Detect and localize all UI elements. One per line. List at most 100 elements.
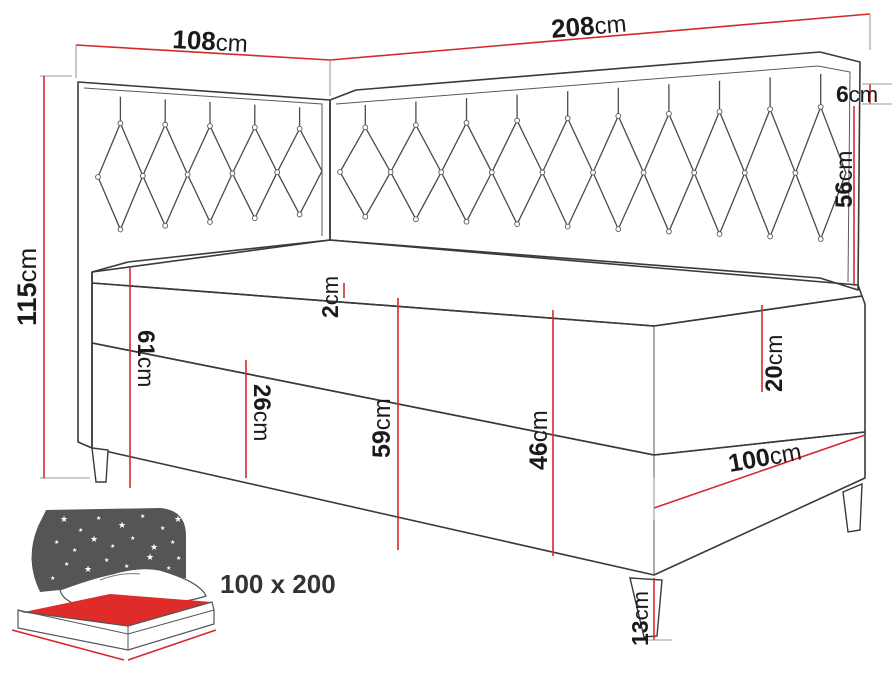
tuft-diamond [276, 127, 323, 216]
tuft-button [117, 226, 124, 233]
star-icon: ★ [54, 539, 59, 546]
label-bed-width: 100cm [726, 438, 803, 478]
star-icon: ★ [118, 521, 126, 531]
tuft-button [488, 169, 495, 176]
tuft-diamond [389, 123, 442, 221]
tuft-button [95, 174, 101, 180]
leg-left [91, 447, 109, 483]
tuft-diamond [693, 109, 746, 236]
tuft-diamond [744, 107, 797, 239]
label-headboard-side-height: 61cm [132, 330, 159, 387]
tuft-button [229, 170, 236, 177]
label-sleeping-height: 59cm [368, 398, 396, 458]
tufting-side [95, 96, 323, 233]
label-total-height: 115cm [12, 248, 42, 326]
tuft-diamond [592, 114, 645, 231]
tuft-button [514, 221, 520, 228]
tuft-button [362, 213, 369, 220]
tuft-button [666, 110, 672, 117]
tuft-button [564, 115, 571, 122]
label-mattress-thickness: 20cm [761, 335, 788, 392]
mattress-size-label: 100 x 200 [220, 569, 336, 599]
tuft-diamond [642, 112, 695, 234]
tuft-diamond [97, 121, 144, 232]
star-icon: ★ [78, 527, 83, 534]
star-icon: ★ [50, 575, 55, 582]
tuft-button [615, 226, 622, 232]
tuft-button [539, 169, 546, 176]
star-icon: ★ [140, 513, 145, 520]
tuft-button [817, 236, 824, 242]
star-icon: ★ [96, 515, 101, 522]
tuft-diamond [339, 126, 392, 219]
tuft-button [767, 233, 773, 240]
bed-drawing [77, 51, 866, 638]
tuft-button [296, 211, 303, 218]
star-icon: ★ [124, 563, 129, 570]
tuft-diamond [794, 105, 847, 241]
label-headboard-height: 56cm [831, 151, 858, 208]
star-icon: ★ [90, 535, 98, 545]
tuft-button [362, 124, 369, 131]
storage-inset: ★★★★★★★★★★★★★★★★★★★★★★★★★ 100 x 200 [11, 508, 336, 661]
tuft-button [590, 169, 596, 176]
label-headboard-back-width: 208cm [550, 8, 628, 44]
tuft-button [716, 231, 723, 237]
tuft-button [162, 222, 169, 229]
tuft-button [251, 215, 258, 222]
tuft-diamond [142, 123, 189, 228]
star-icon: ★ [130, 535, 135, 542]
star-icon: ★ [170, 539, 175, 546]
tuft-button [817, 104, 824, 110]
star-icon: ★ [104, 557, 109, 564]
tufting-back [337, 73, 847, 242]
star-icon: ★ [160, 525, 165, 532]
tuft-diamond [541, 116, 594, 229]
label-base-height: 26cm [248, 384, 275, 441]
tuft-button [413, 122, 419, 128]
star-icon: ★ [72, 547, 77, 554]
tuft-diamond [186, 124, 234, 224]
tuft-button [251, 124, 258, 131]
tuft-button [413, 216, 419, 223]
label-headboard-side-width: 108cm [172, 24, 249, 58]
tuft-button [792, 170, 799, 176]
tuft-button [463, 218, 470, 225]
star-icon: ★ [110, 543, 115, 550]
tuft-button [139, 172, 146, 179]
star-icon: ★ [84, 565, 92, 575]
label-topper-thickness: 2cm [317, 276, 343, 318]
star-icon: ★ [174, 515, 182, 525]
tuft-button [117, 120, 124, 127]
tuft-button [666, 228, 672, 235]
tuft-button [296, 125, 303, 132]
tuft-button [615, 113, 622, 119]
label-leg-height: 13cm [627, 591, 653, 646]
star-icon: ★ [150, 543, 158, 553]
tuft-button [438, 169, 445, 176]
tuft-button [184, 171, 191, 178]
star-icon: ★ [166, 565, 171, 572]
star-icon: ★ [64, 561, 69, 568]
dimension-lines [40, 13, 892, 641]
tuft-diamond [491, 119, 544, 226]
tuft-button [463, 119, 470, 126]
tuft-button [640, 169, 647, 176]
label-headboard-top-thickness: 6cm [836, 81, 878, 107]
leg-right [842, 482, 863, 533]
tuft-button [387, 169, 394, 175]
tuft-diamond [231, 125, 278, 220]
tuft-button [741, 169, 748, 176]
tuft-diamond [440, 121, 493, 224]
dimension-labels: 108cm 208cm 6cm 56cm 115cm 2cm 20cm 61cm [12, 8, 878, 646]
tuft-button [767, 106, 773, 113]
tuft-button [716, 108, 723, 115]
star-icon: ★ [60, 515, 68, 525]
tuft-button [162, 121, 169, 128]
tuft-button [337, 169, 343, 175]
label-bed-height: 46cm [525, 410, 553, 470]
tuft-button [274, 169, 281, 176]
tuft-button [691, 169, 698, 176]
tuft-button [514, 117, 520, 124]
